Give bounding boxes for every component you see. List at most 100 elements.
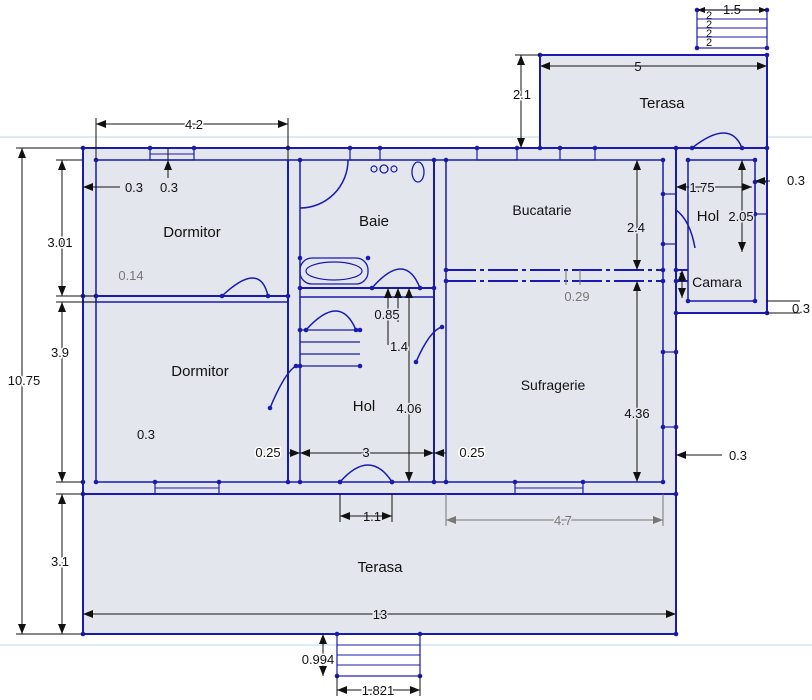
dim-label: 0.14 [118, 268, 143, 283]
junction-dot [297, 157, 303, 163]
room-label-hol-center: Hol [353, 398, 376, 415]
junction-dot [191, 145, 197, 151]
junction-dot [673, 349, 679, 355]
dim-label: 3 [362, 445, 369, 460]
junction-dot [297, 255, 303, 261]
junction-dot [285, 479, 291, 485]
dim-label: 1.4 [390, 339, 408, 354]
junction-dot [297, 327, 303, 333]
junction-dots [80, 7, 770, 679]
junction-dot [265, 293, 271, 299]
junction-dot [660, 479, 666, 485]
junction-dot [431, 479, 437, 485]
dim-label: 2.05 [728, 209, 753, 224]
junction-dot [334, 631, 340, 637]
junction-dot [353, 327, 359, 333]
dimension-arrows [18, 7, 767, 694]
dimension-labels: 1.5 5 2.1 4.2 0.3 0.3 3.01 0.14 3.9 10.7… [6, 2, 810, 700]
dim-label: 3.1 [51, 554, 69, 569]
room-label-dormitor-bottom: Dormitor [171, 363, 229, 380]
room-label-terasa-top: Terasa [639, 95, 685, 112]
stair-step-label: 2 [706, 28, 712, 40]
junction-dot [764, 52, 770, 58]
room-fills [83, 55, 767, 634]
stair-step-label: 2 [706, 19, 712, 31]
junction-dot [365, 255, 371, 261]
junction-dot [297, 285, 303, 291]
junction-dot [514, 145, 520, 151]
junction-dot [474, 145, 480, 151]
junction-dot [219, 293, 225, 299]
junction-dot [685, 157, 691, 163]
junction-dot [357, 327, 363, 333]
junction-dot [431, 285, 437, 291]
dim-label: 13 [373, 607, 387, 622]
junction-dot [660, 278, 666, 284]
junction-dot [580, 479, 586, 485]
junction-dot [660, 424, 666, 430]
dimension-lines [16, 9, 800, 696]
dim-label: 0.994 [302, 652, 335, 667]
room-label-camara: Camara [692, 274, 742, 290]
junction-dot [592, 145, 598, 151]
junction-dot [439, 324, 445, 330]
junction-dot [337, 479, 343, 485]
junction-dot [660, 349, 666, 355]
junction-dot [443, 479, 449, 485]
junction-dot [673, 424, 679, 430]
dim-label: 3.01 [47, 235, 72, 250]
junction-dot [764, 145, 770, 151]
dim-label: 0.3 [729, 448, 747, 463]
junction-dot [752, 298, 758, 304]
dim-label: 4.2 [185, 117, 203, 132]
junction-dot [93, 479, 99, 485]
dim-label: 1 [678, 269, 685, 284]
junction-dot [285, 293, 291, 299]
junction-dot [673, 491, 679, 497]
room-label-sufragerie: Sufragerie [521, 377, 586, 393]
junction-dot [694, 45, 700, 51]
room-label-hol-right: Hol [697, 208, 720, 225]
dim-label: 1.75 [689, 180, 714, 195]
junction-dot [443, 267, 449, 273]
dim-label: 0.3 [160, 180, 178, 195]
junction-dot [752, 211, 758, 217]
stair-labels: 2 2 2 2 [706, 10, 712, 49]
stair-step-label: 2 [706, 10, 712, 22]
junction-dot [673, 310, 679, 316]
dim-label: 4.7 [554, 513, 572, 528]
junction-dot [377, 145, 383, 151]
junction-dot [660, 191, 666, 197]
dim-label: 1.1 [363, 509, 381, 524]
junction-dot [537, 145, 543, 151]
room-label-dormitor-top: Dormitor [163, 224, 221, 241]
junction-dot [369, 285, 375, 291]
junction-dot [673, 145, 679, 151]
junction-dot [660, 241, 666, 247]
junction-dot [417, 631, 423, 637]
dim-label: 0.25 [255, 445, 280, 460]
dim-label: 0.3 [787, 173, 805, 188]
dim-label: 10.75 [8, 373, 41, 388]
junction-dot [660, 267, 666, 273]
dim-label: 1.5 [723, 2, 741, 17]
junction-dot [752, 157, 758, 163]
dim-label: 3.9 [51, 345, 69, 360]
junction-dot [347, 145, 353, 151]
junction-dot [267, 405, 273, 411]
dim-label: 0.3 [125, 180, 143, 195]
junction-dot [297, 479, 303, 485]
stair-step-label: 2 [706, 37, 712, 49]
dim-label: 1.821 [362, 683, 395, 698]
junction-dot [303, 327, 309, 333]
dim-label: 5 [634, 59, 641, 74]
room-label-baie: Baie [359, 213, 389, 230]
junction-dot [512, 479, 518, 485]
dim-label: 0.85 [374, 307, 399, 322]
dim-label: 0.3 [137, 427, 155, 442]
room-label-terasa-bottom: Terasa [357, 559, 403, 576]
junction-dot [443, 278, 449, 284]
junction-dot [443, 157, 449, 163]
junction-dot [660, 157, 666, 163]
